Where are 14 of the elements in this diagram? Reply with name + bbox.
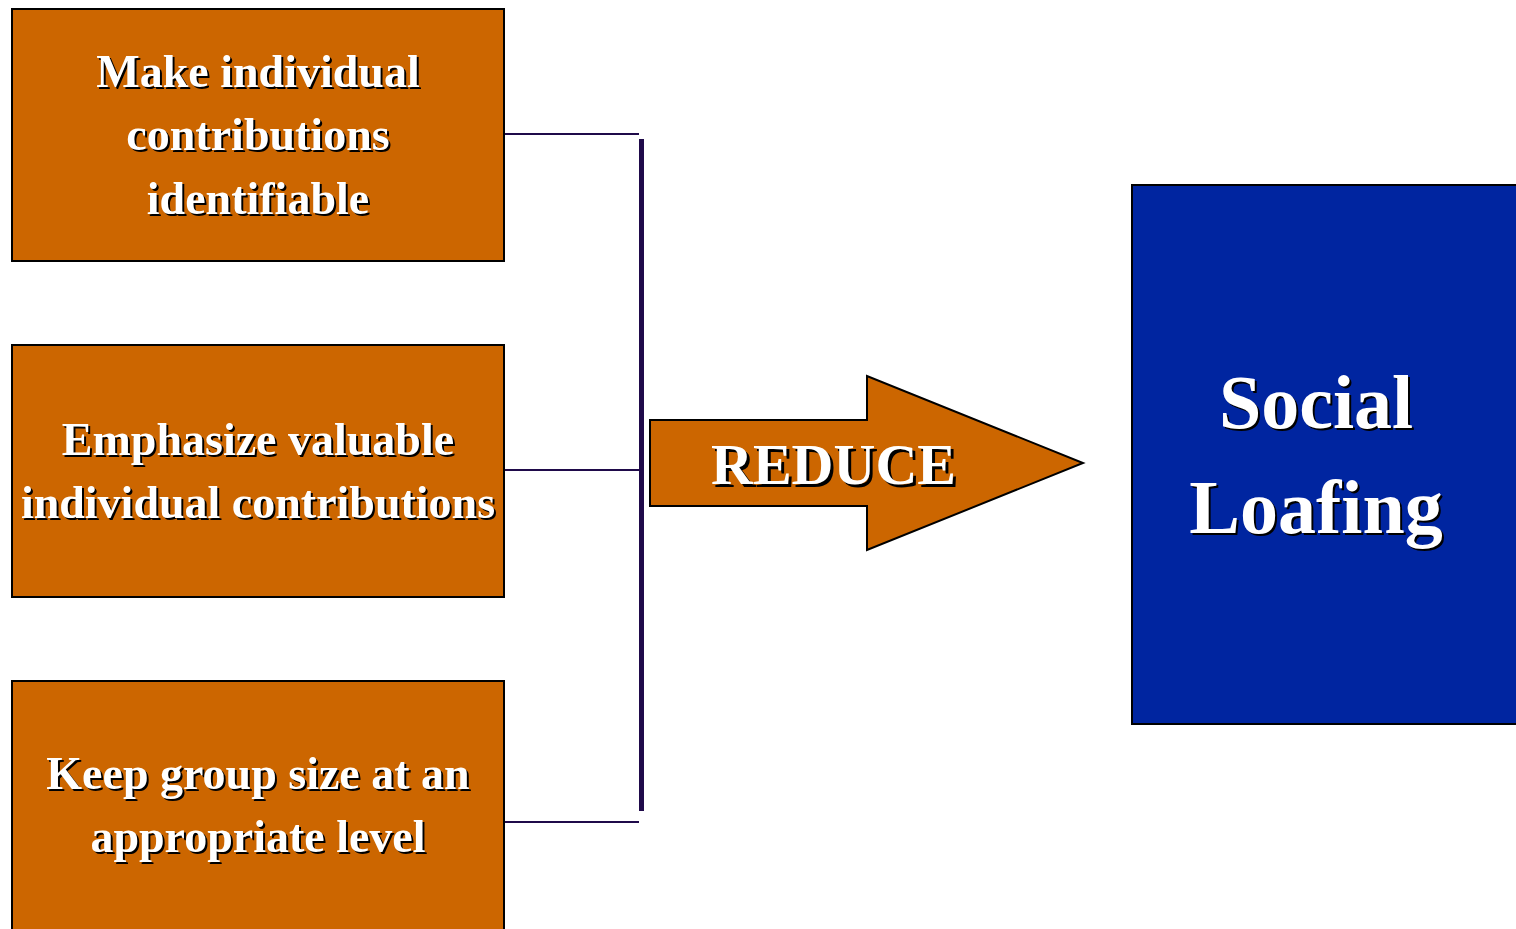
box-text: Social Loafing — [1188, 358, 1444, 551]
process-box — [11, 680, 505, 929]
process-box — [11, 344, 505, 598]
edge-label: REDUCE — [711, 436, 956, 494]
process-box — [11, 8, 505, 262]
process-box — [1131, 184, 1516, 725]
connector-line — [504, 821, 640, 823]
block-arrow — [649, 374, 1086, 552]
box-text: Keep group size at an appropriate level — [45, 746, 471, 864]
box-text: Make individual contributions identifiable — [95, 44, 421, 226]
box-text: Emphasize valuable individual contributions — [19, 412, 497, 530]
connector-line — [504, 133, 640, 135]
bracket-bar — [639, 139, 644, 811]
connector-line — [504, 469, 640, 471]
